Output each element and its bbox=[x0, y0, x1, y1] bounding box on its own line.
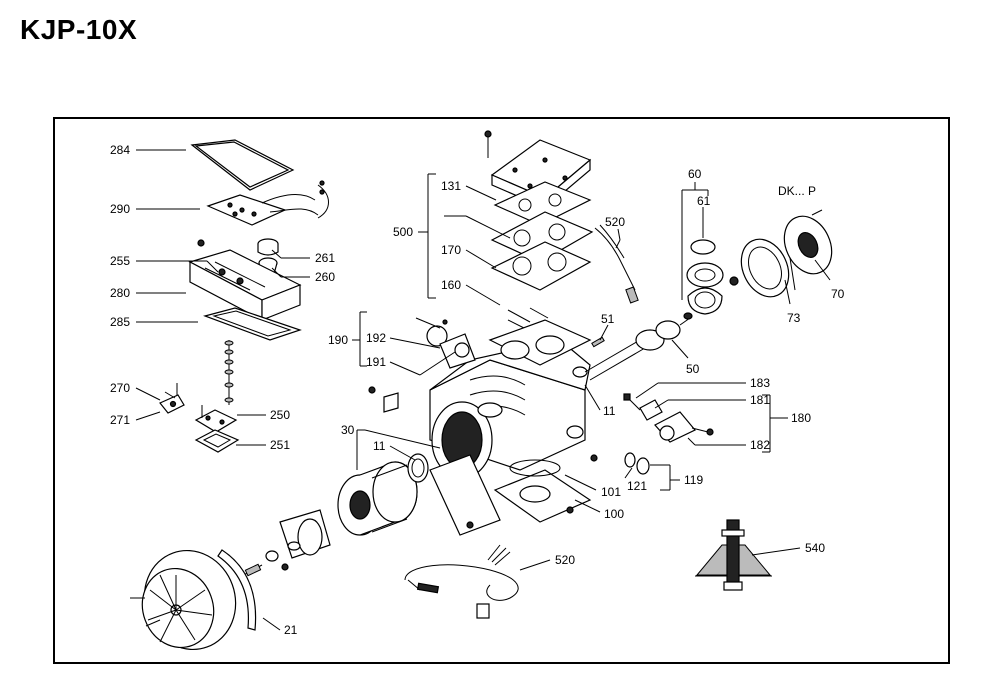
part-50-crankshaft bbox=[584, 312, 693, 381]
screw-icon bbox=[197, 239, 205, 247]
part-131-gasket bbox=[493, 181, 592, 226]
label-250: 250 bbox=[270, 408, 290, 422]
part-30-motor-stator bbox=[337, 461, 418, 536]
part-183-screw bbox=[623, 393, 641, 411]
label-121: 121 bbox=[627, 479, 647, 493]
part-rotor-bracket bbox=[239, 509, 331, 578]
label-251: 251 bbox=[270, 438, 290, 452]
part-261-cap bbox=[257, 238, 279, 256]
part-285-gasket bbox=[203, 307, 302, 341]
label-270: 270 bbox=[110, 381, 130, 395]
part-251-plate-gasket bbox=[194, 429, 240, 453]
part-181-gasket bbox=[639, 399, 663, 421]
label-119: 119 bbox=[684, 473, 703, 487]
part-121-ring bbox=[624, 452, 636, 468]
label-131: 131 bbox=[441, 179, 461, 193]
part-190-service-valve bbox=[415, 317, 476, 369]
label-100: 100 bbox=[604, 507, 624, 521]
label-540: 540 bbox=[805, 541, 825, 555]
part-270-clamp bbox=[159, 383, 185, 414]
part-284-cover-plate bbox=[190, 139, 295, 191]
label-dk-p: DK... P bbox=[778, 184, 816, 198]
label-30: 30 bbox=[341, 423, 355, 437]
label-170: 170 bbox=[441, 243, 461, 257]
label-520-upper: 520 bbox=[605, 215, 625, 229]
part-61-ring bbox=[690, 239, 716, 255]
label-60: 60 bbox=[688, 167, 702, 181]
part-250-terminal-plate bbox=[194, 405, 238, 433]
part-60-oil-pump bbox=[686, 262, 724, 315]
label-50: 50 bbox=[686, 362, 700, 376]
leader-lines bbox=[135, 149, 831, 631]
label-290: 290 bbox=[110, 202, 130, 216]
label-285: 285 bbox=[110, 315, 130, 329]
label-61: 61 bbox=[697, 194, 711, 208]
label-192: 192 bbox=[366, 331, 386, 345]
part-70-flange-dk-p bbox=[783, 209, 833, 291]
label-255: 255 bbox=[110, 254, 130, 268]
part-compressor-body bbox=[368, 319, 592, 536]
part-11-ring bbox=[407, 453, 429, 483]
label-280: 280 bbox=[110, 286, 130, 300]
label-160: 160 bbox=[441, 278, 461, 292]
label-11-ring: 11 bbox=[373, 439, 386, 453]
part-119-ring bbox=[636, 457, 650, 475]
label-284: 284 bbox=[110, 143, 130, 157]
label-182: 182 bbox=[750, 438, 770, 452]
part-290-terminal-board bbox=[206, 180, 329, 226]
label-180: 180 bbox=[791, 411, 811, 425]
part-180-fitting bbox=[654, 411, 714, 443]
label-500: 500 bbox=[393, 225, 413, 239]
label-191: 191 bbox=[366, 355, 386, 369]
part-280-terminal-box bbox=[188, 249, 302, 321]
part-540-vibration-damper bbox=[695, 519, 772, 591]
label-271: 271 bbox=[110, 413, 130, 427]
label-183: 183 bbox=[750, 376, 770, 390]
page-title: KJP-10X bbox=[20, 14, 138, 45]
label-520-lower: 520 bbox=[555, 553, 575, 567]
label-11-shaft: 11 bbox=[603, 404, 616, 418]
label-73: 73 bbox=[787, 311, 801, 325]
label-261: 261 bbox=[315, 251, 335, 265]
label-21: 21 bbox=[284, 623, 298, 637]
part-520-heater-cable bbox=[404, 544, 519, 619]
part-51-key bbox=[591, 336, 605, 348]
label-70: 70 bbox=[831, 287, 845, 301]
label-51: 51 bbox=[601, 312, 615, 326]
part-21-end-cover bbox=[130, 549, 257, 651]
part-labels: 284 290 255 280 285 261 260 270 271 250 … bbox=[110, 143, 845, 637]
label-181: 181 bbox=[750, 393, 770, 407]
label-260: 260 bbox=[315, 270, 335, 284]
part-520-sensor-upper bbox=[594, 224, 639, 304]
diagram-frame bbox=[53, 117, 950, 664]
part-screw-stack bbox=[224, 340, 234, 405]
label-190: 190 bbox=[328, 333, 348, 347]
screw-icon bbox=[590, 454, 598, 462]
label-101: 101 bbox=[601, 485, 621, 499]
part-73-gasket bbox=[729, 238, 790, 298]
part-170-gasket bbox=[490, 241, 592, 291]
